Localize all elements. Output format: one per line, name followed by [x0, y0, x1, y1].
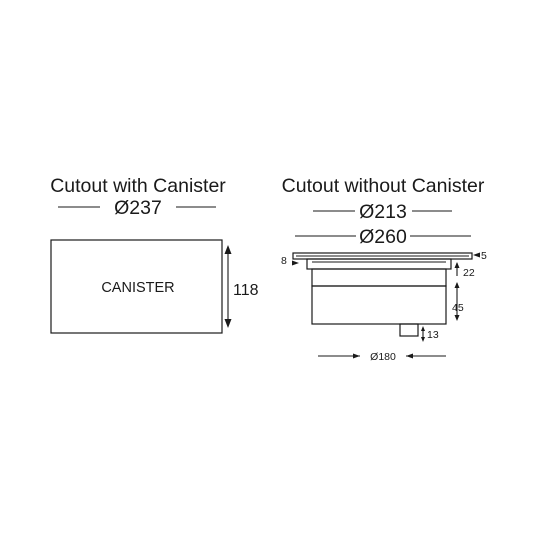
canister-box-label: CANISTER — [101, 280, 174, 296]
outer-diameter-label: Ø260 — [359, 226, 407, 248]
stub-height-label: 13 — [427, 329, 439, 341]
arrow-right-icon — [292, 260, 299, 266]
fixture-profile — [292, 252, 473, 337]
cable-stub — [399, 323, 419, 337]
flange-overhang-dimension: 8 — [281, 255, 299, 267]
canister-height-label: 118 — [233, 282, 259, 299]
canister-cutout-group: Cutout with Canister Ø237 CANISTER 118 — [50, 175, 259, 334]
stub-height-dimension: 13 — [421, 326, 439, 342]
lower-body — [311, 285, 447, 325]
arrow-up-icon — [224, 245, 232, 254]
canister-cutout-heading: Cutout with Canister — [50, 175, 226, 197]
flange-thickness-dimension: 5 — [473, 250, 487, 262]
upper-collar — [306, 258, 452, 270]
arrow-up-icon — [454, 282, 460, 288]
upper-body — [311, 268, 447, 287]
flange-thickness-label: 5 — [481, 250, 487, 262]
base-diameter-dimension: Ø180 — [318, 351, 446, 363]
inner-diameter-label: Ø213 — [359, 201, 407, 223]
arrow-left-icon — [406, 353, 413, 359]
arrow-left-icon — [473, 252, 480, 258]
flange-overhang-label: 8 — [281, 255, 287, 267]
lower-body-height-label: 45 — [452, 302, 464, 314]
base-diameter-label: Ø180 — [370, 351, 396, 363]
upper-body-height-label: 22 — [463, 267, 475, 279]
no-canister-cutout-group: Cutout without Canister Ø213 Ø260 — [281, 175, 487, 363]
arrow-down-icon — [224, 319, 232, 328]
body-height-dimensions: 22 45 — [452, 262, 475, 321]
outer-diameter-dimension: Ø260 — [295, 226, 471, 248]
inner-diameter-dimension: Ø213 — [313, 201, 452, 223]
arrow-right-icon — [353, 353, 360, 359]
arrow-up-icon — [454, 262, 460, 268]
canister-width-label: Ø237 — [114, 197, 162, 219]
arrow-up-icon — [421, 326, 425, 331]
canister-height-dimension: 118 — [224, 245, 259, 328]
canister-box — [50, 239, 223, 334]
arrow-down-icon — [421, 337, 425, 342]
arrow-down-icon — [454, 315, 460, 321]
no-canister-cutout-heading: Cutout without Canister — [282, 175, 485, 197]
canister-width-dimension: Ø237 — [58, 197, 216, 219]
